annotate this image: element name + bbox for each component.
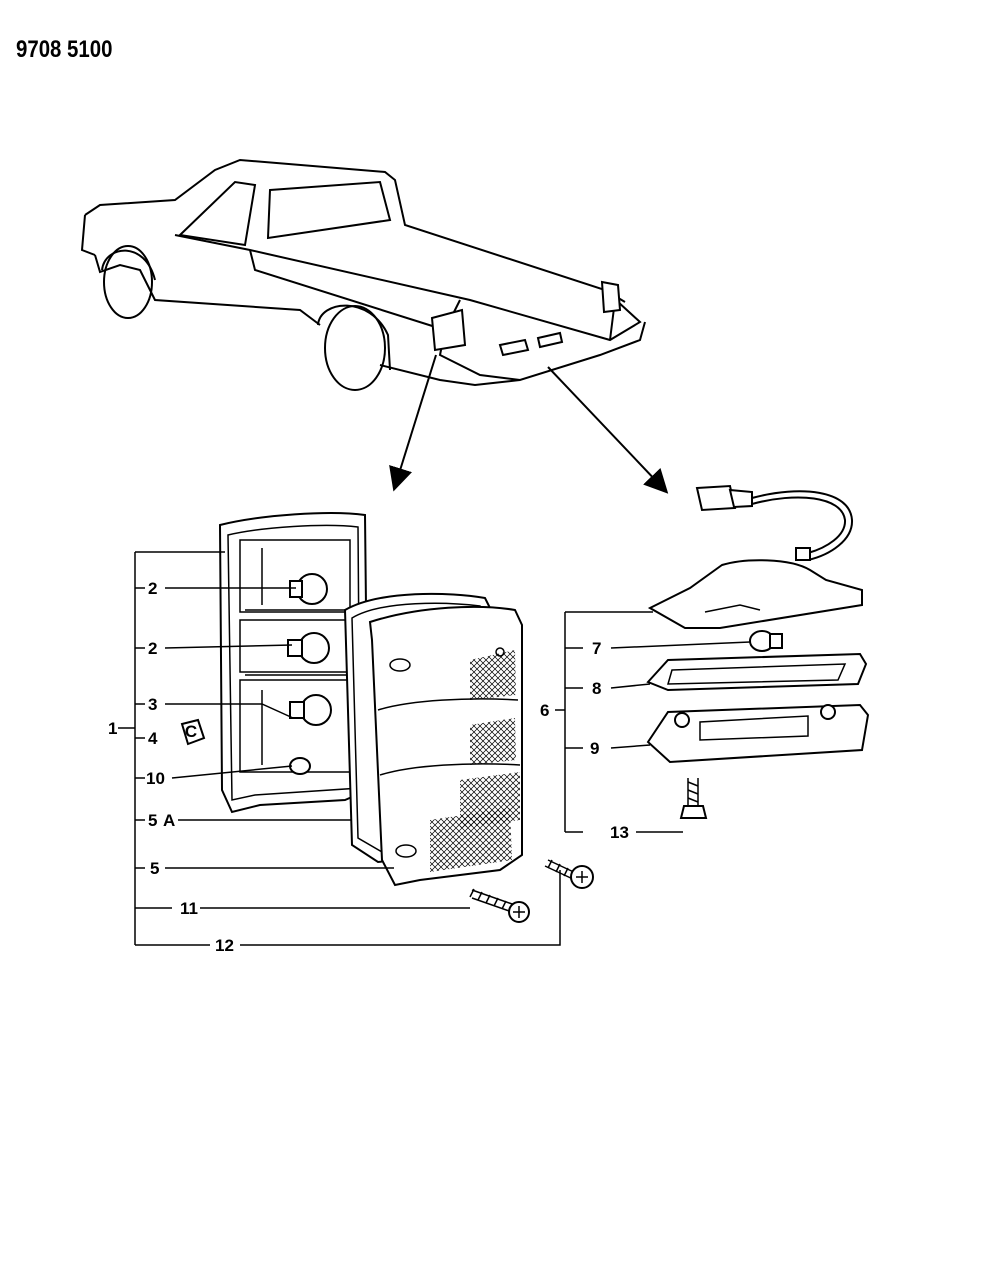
callout-5: 5 (150, 859, 159, 878)
callout-5a: 5 (148, 811, 157, 830)
document-code: 9708 5100 (16, 36, 113, 63)
license-light-arrow (547, 366, 669, 494)
small-bulb-icon (289, 757, 311, 775)
bulb-icon (287, 632, 330, 664)
callout-labels: 1 2 2 3 4 10 5 A 5 11 12 6 7 8 9 13 (108, 579, 629, 955)
callout-9: 9 (590, 739, 599, 758)
callout-2-upper: 2 (148, 579, 157, 598)
callout-6: 6 (540, 701, 549, 720)
callout-leaders (118, 551, 751, 946)
bulb-icon (749, 630, 783, 652)
bolt-13 (679, 778, 708, 819)
callout-13: 13 (610, 823, 629, 842)
screw-12 (544, 859, 594, 889)
clip-tag: C (185, 722, 197, 741)
callout-1: 1 (108, 719, 117, 738)
callout-2-lower: 2 (148, 639, 157, 658)
taillight-arrow (389, 354, 437, 492)
license-lamp-assembly (646, 484, 870, 819)
callout-4: 4 (148, 729, 158, 748)
screw-11 (469, 888, 530, 923)
clip-part: C (180, 718, 206, 746)
callout-12: 12 (215, 936, 234, 955)
pickup-truck-illustration (80, 158, 669, 494)
callout-5a-suffix: A (163, 811, 175, 830)
callout-7: 7 (592, 639, 601, 658)
tail-lamp-lens (368, 605, 523, 887)
bulb-icon (289, 573, 328, 605)
callout-10: 10 (146, 769, 165, 788)
callout-8: 8 (592, 679, 601, 698)
callout-11: 11 (180, 899, 198, 918)
bulb-icon (289, 694, 332, 726)
callout-3: 3 (148, 695, 157, 714)
